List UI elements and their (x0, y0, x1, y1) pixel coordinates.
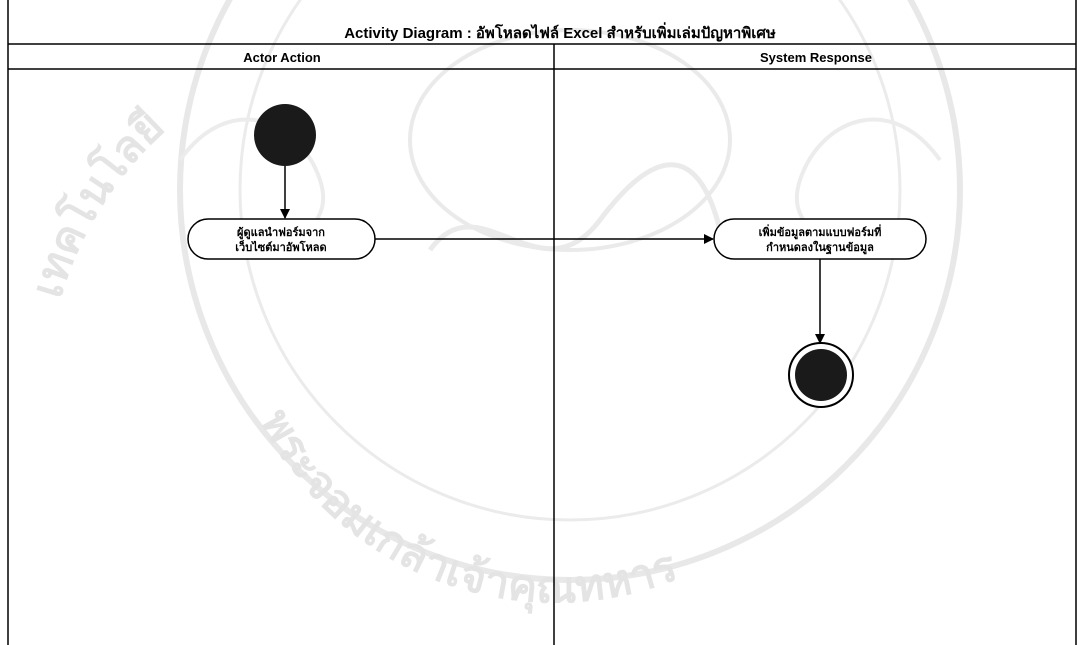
diagram-title: Activity Diagram : อัพโหลดไฟล์ Excel สำห… (344, 22, 776, 42)
initial-node (254, 104, 316, 166)
seal-arc-text: พระจอมเกล้าเจ้าคุณทหาร (250, 401, 684, 615)
action-upload-form: ผู้ดูแลนำฟอร์มจาก เว็บไซต์มาอัพโหลด (187, 218, 376, 260)
final-node (788, 342, 854, 408)
diagram-frame (7, 0, 1077, 645)
lane-header-actor: Actor Action (243, 50, 321, 65)
action-add-data: เพิ่มข้อมูลตามแบบฟอร์มที่ กำหนดลงในฐานข้… (713, 218, 927, 260)
seal-watermark: พระจอมเกล้าเจ้าคุณทหาร เทคโนโลยี (22, 0, 963, 615)
action-add-data-line-1: เพิ่มข้อมูลตามแบบฟอร์มที่ (759, 224, 882, 240)
action-upload-line-1: ผู้ดูแลนำฟอร์มจาก (237, 226, 325, 240)
action-upload-line-2: เว็บไซต์มาอัพโหลด (235, 240, 326, 254)
lane-header-system: System Response (760, 50, 872, 65)
seal-left-text: เทคโนโลยี (22, 101, 174, 304)
action-add-data-line-2: กำหนดลงในฐานข้อมูล (766, 240, 874, 255)
